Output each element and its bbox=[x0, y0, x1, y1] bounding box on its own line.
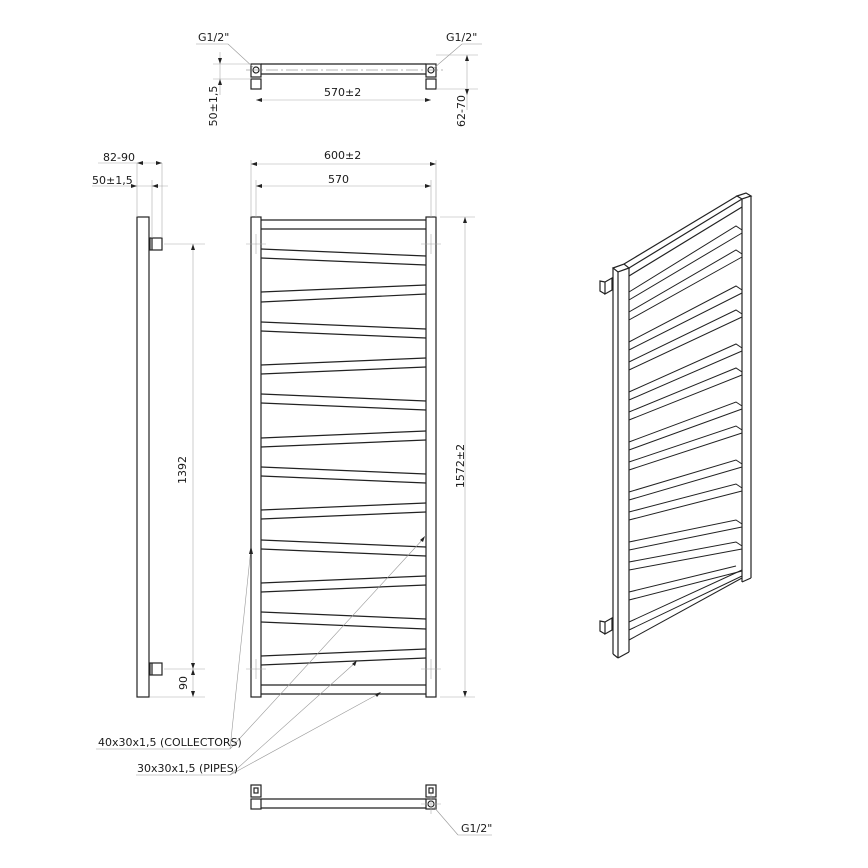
iso-view bbox=[599, 192, 753, 659]
side-bottom-offset-dim: 90 bbox=[177, 676, 190, 690]
top-wall-distance-dim: 50±1,5 bbox=[207, 85, 220, 127]
top-axis-distance-dim: 570±2 bbox=[324, 86, 362, 99]
rails bbox=[260, 248, 427, 666]
bottom-view bbox=[250, 784, 492, 836]
front-axis-width-dim: 570 bbox=[328, 173, 349, 186]
front-overall-height-dim: 1572±2 bbox=[454, 443, 467, 489]
side-bracket-spacing-dim: 1392 bbox=[176, 456, 189, 484]
top-connection-right-label: G1/2" bbox=[446, 31, 478, 44]
side-view bbox=[92, 161, 205, 698]
side-wall-distance-dim: 50±1,5 bbox=[92, 174, 133, 187]
collectors-callout: 40x30x1,5 (COLLECTORS) bbox=[98, 736, 242, 749]
bottom-connection-label: G1/2" bbox=[461, 822, 493, 835]
side-total-depth-dim: 82-90 bbox=[103, 151, 135, 164]
callout-leaders bbox=[96, 537, 425, 776]
top-view bbox=[196, 43, 482, 110]
iso-rails bbox=[628, 225, 743, 641]
pipes-callout: 30x30x1,5 (PIPES) bbox=[137, 762, 239, 775]
top-depth-range-dim: 62-70 bbox=[455, 95, 468, 127]
top-connection-left-label: G1/2" bbox=[198, 31, 230, 44]
front-overall-width-dim: 600±2 bbox=[324, 149, 362, 162]
front-view bbox=[246, 160, 475, 698]
